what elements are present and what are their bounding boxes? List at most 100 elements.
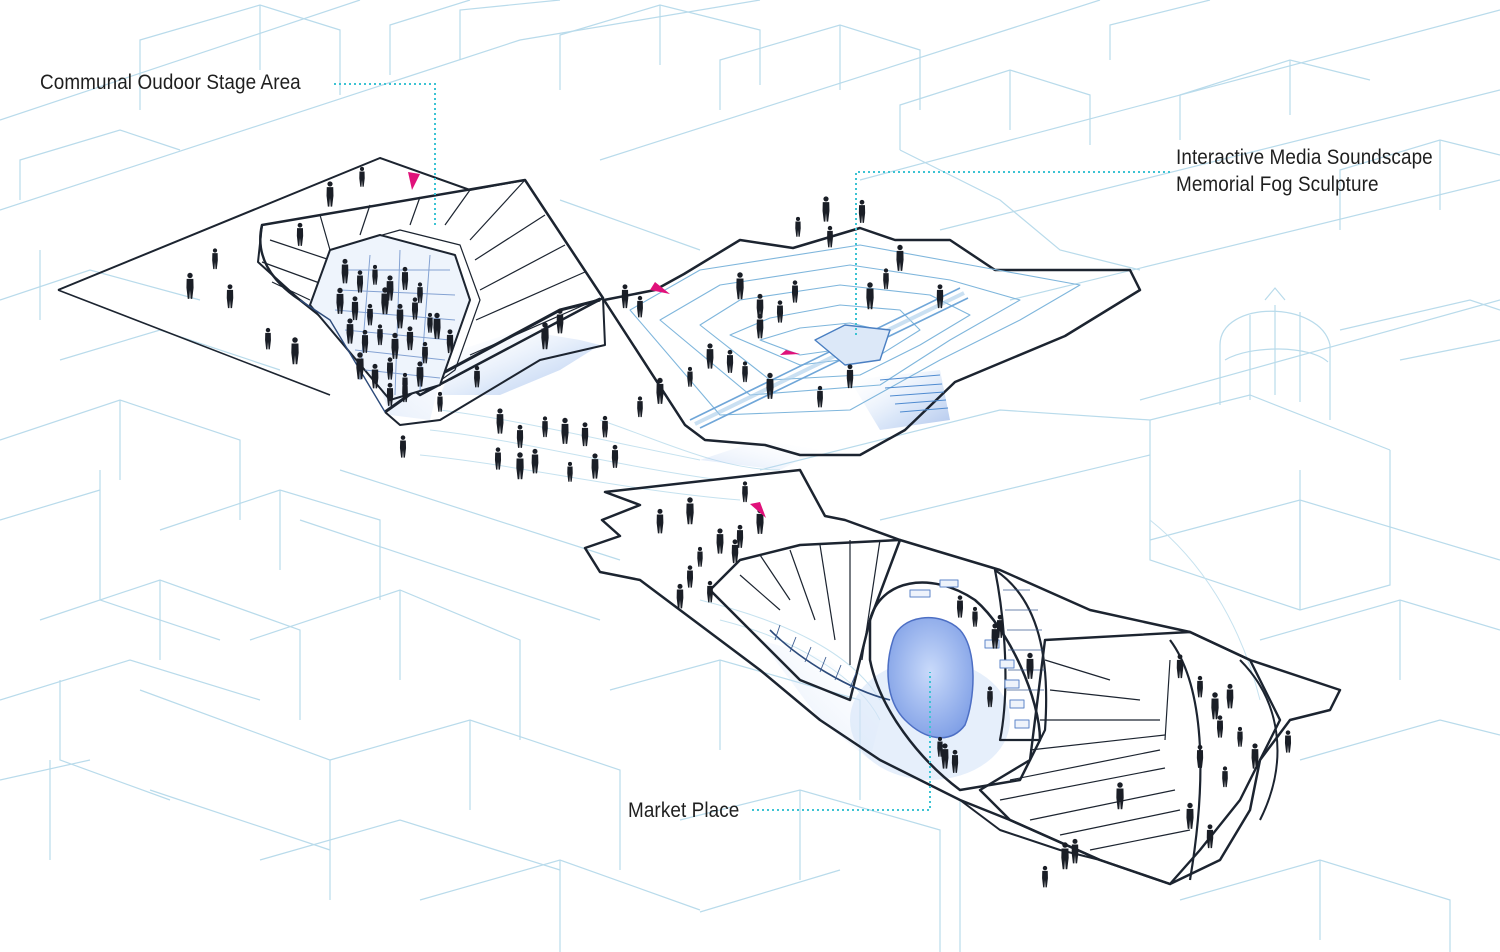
person-silhouette bbox=[372, 264, 378, 285]
person-silhouette bbox=[474, 365, 480, 388]
person-silhouette bbox=[417, 282, 423, 304]
person-silhouette bbox=[706, 343, 714, 369]
person-silhouette bbox=[756, 293, 764, 319]
person-silhouette bbox=[817, 385, 823, 408]
person-silhouette bbox=[226, 284, 234, 309]
person-silhouette bbox=[296, 222, 304, 246]
person-silhouette bbox=[386, 357, 394, 380]
person-silhouette bbox=[356, 270, 364, 293]
person-silhouette bbox=[399, 435, 407, 458]
person-silhouette bbox=[795, 216, 801, 237]
person-silhouette bbox=[991, 623, 999, 649]
callout-stage-area-text: Communal Oudoor Stage Area bbox=[40, 71, 301, 94]
person-silhouette bbox=[1042, 865, 1048, 888]
marker-arrow-3 bbox=[780, 350, 800, 355]
person-silhouette bbox=[776, 300, 784, 323]
person-silhouette bbox=[621, 284, 629, 309]
person-silhouette bbox=[1116, 782, 1124, 810]
person-silhouette bbox=[687, 366, 693, 387]
person-silhouette bbox=[496, 408, 504, 434]
person-silhouette bbox=[1196, 744, 1204, 768]
person-silhouette bbox=[186, 272, 194, 299]
person-silhouette bbox=[516, 424, 524, 448]
person-silhouette bbox=[766, 372, 774, 399]
person-silhouette bbox=[402, 381, 408, 403]
person-silhouette bbox=[937, 736, 943, 757]
person-silhouette bbox=[446, 329, 454, 354]
person-silhouette bbox=[422, 341, 428, 364]
person-silhouette bbox=[716, 528, 724, 554]
person-silhouette bbox=[791, 280, 799, 303]
person-silhouette bbox=[827, 225, 833, 248]
person-silhouette bbox=[637, 396, 643, 418]
person-silhouette bbox=[265, 327, 271, 350]
person-silhouette bbox=[326, 181, 334, 207]
person-silhouette bbox=[541, 322, 549, 350]
person-silhouette bbox=[561, 417, 569, 444]
person-silhouette bbox=[742, 481, 748, 503]
person-silhouette bbox=[1237, 726, 1243, 747]
person-silhouette bbox=[656, 508, 664, 534]
stage-area-structure bbox=[57, 157, 606, 426]
person-silhouette bbox=[371, 363, 379, 389]
people-silhouettes bbox=[186, 166, 1292, 888]
person-silhouette bbox=[361, 329, 369, 353]
marker-arrow-2 bbox=[650, 282, 670, 294]
person-silhouette bbox=[542, 416, 548, 438]
person-silhouette bbox=[742, 361, 748, 383]
person-silhouette bbox=[591, 453, 599, 479]
person-silhouette bbox=[707, 580, 713, 603]
person-silhouette bbox=[359, 166, 365, 187]
person-silhouette bbox=[858, 199, 866, 223]
person-silhouette bbox=[1071, 838, 1079, 864]
person-silhouette bbox=[956, 595, 964, 618]
person-silhouette bbox=[936, 284, 944, 309]
person-silhouette bbox=[212, 248, 218, 270]
person-silhouette bbox=[531, 448, 539, 474]
person-silhouette bbox=[391, 332, 399, 359]
person-silhouette bbox=[291, 337, 299, 365]
person-silhouette bbox=[686, 565, 694, 588]
person-silhouette bbox=[941, 743, 949, 769]
person-silhouette bbox=[356, 352, 364, 380]
person-silhouette bbox=[401, 266, 409, 290]
callout-media-line-1: Interactive Media Soundscape bbox=[1176, 146, 1433, 169]
person-silhouette bbox=[951, 749, 959, 773]
person-silhouette bbox=[367, 303, 373, 326]
person-silhouette bbox=[1251, 743, 1259, 769]
person-silhouette bbox=[602, 415, 608, 438]
callout-market-place-text: Market Place bbox=[628, 799, 740, 822]
callout-market-place: Market Place bbox=[628, 797, 739, 824]
person-silhouette bbox=[406, 326, 414, 351]
person-silhouette bbox=[676, 583, 684, 609]
callout-leader-lines bbox=[334, 83, 1170, 811]
person-silhouette bbox=[686, 497, 694, 525]
person-silhouette bbox=[411, 297, 419, 320]
person-silhouette bbox=[1026, 652, 1034, 679]
person-silhouette bbox=[1222, 766, 1228, 788]
person-silhouette bbox=[386, 382, 394, 406]
person-silhouette bbox=[736, 524, 744, 548]
person-silhouette bbox=[866, 282, 874, 310]
person-silhouette bbox=[581, 422, 589, 447]
direction-markers bbox=[408, 172, 800, 518]
person-silhouette bbox=[611, 444, 619, 468]
person-silhouette bbox=[416, 361, 424, 387]
person-silhouette bbox=[1176, 654, 1184, 679]
person-silhouette bbox=[351, 296, 359, 321]
person-silhouette bbox=[381, 287, 389, 315]
person-silhouette bbox=[972, 606, 978, 627]
person-silhouette bbox=[726, 349, 734, 373]
person-silhouette bbox=[437, 391, 443, 412]
person-silhouette bbox=[346, 318, 354, 344]
person-silhouette bbox=[556, 308, 564, 334]
person-silhouette bbox=[756, 313, 764, 339]
market-structure bbox=[583, 468, 1342, 886]
person-silhouette bbox=[846, 364, 854, 389]
marker-arrow-1 bbox=[408, 172, 420, 190]
person-silhouette bbox=[377, 324, 383, 346]
person-silhouette bbox=[567, 461, 573, 482]
